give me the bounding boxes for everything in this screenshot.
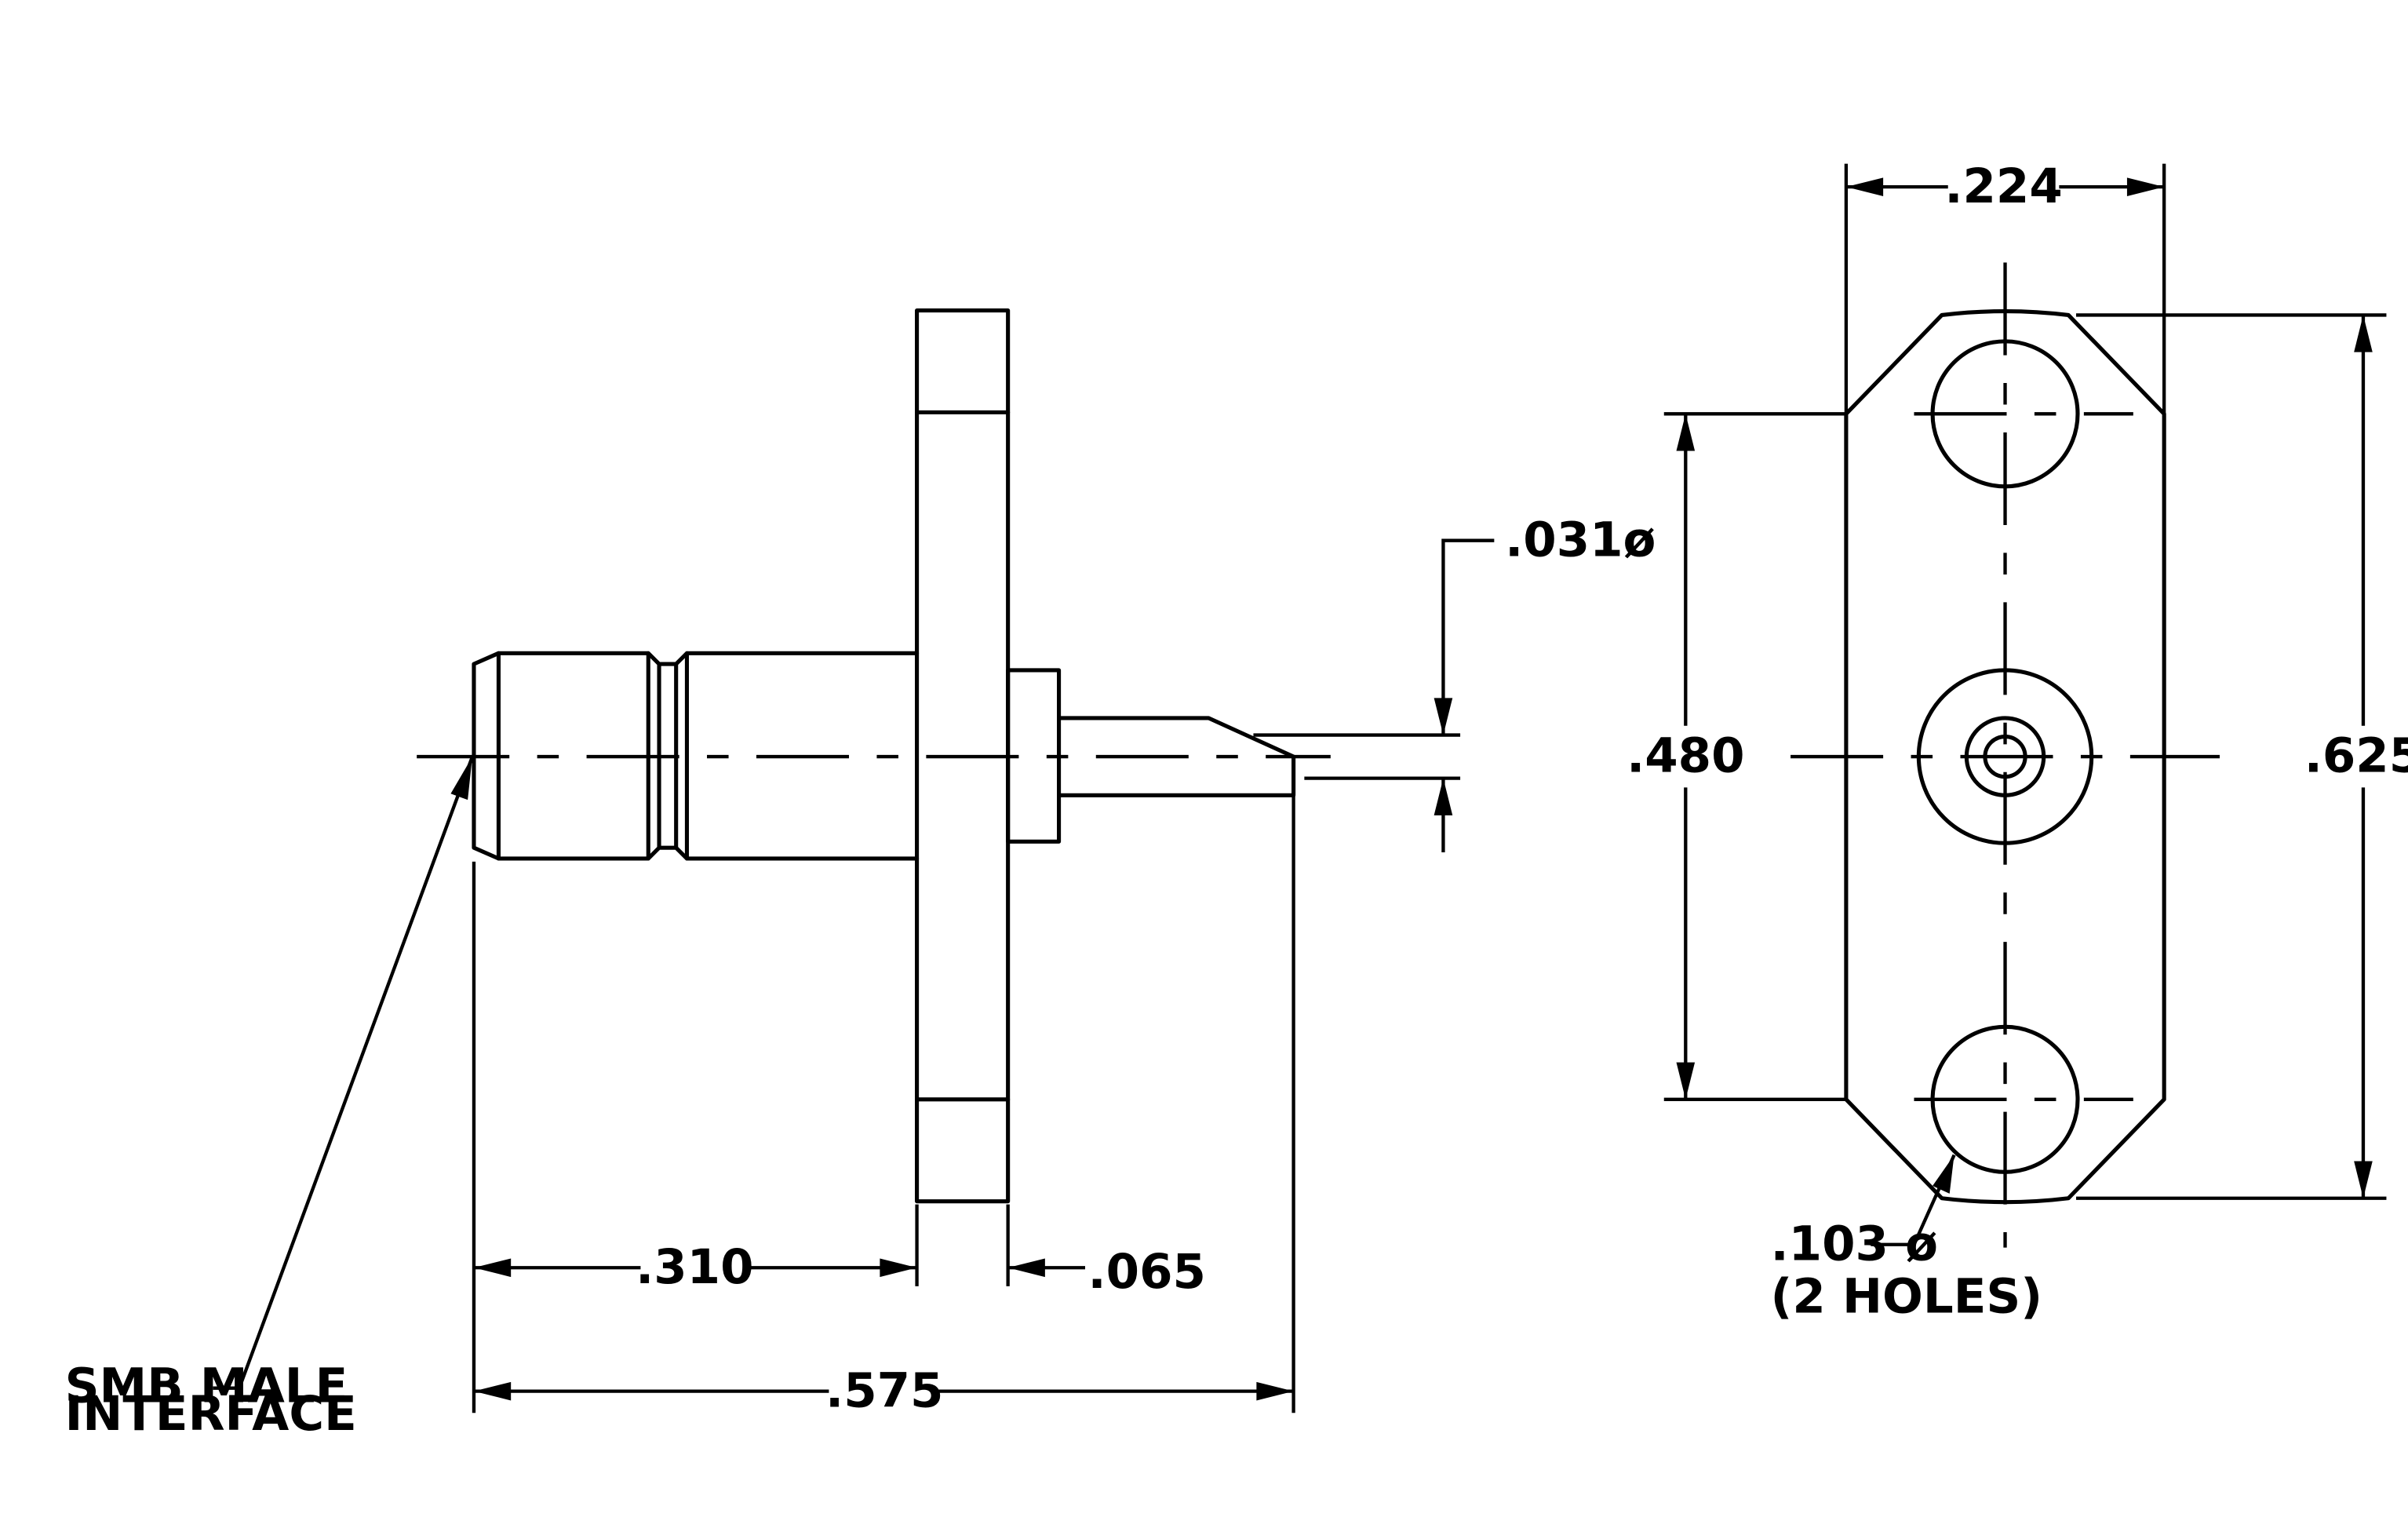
dim-625-label: .625 [2304, 728, 2408, 784]
arrow-625-bottom [2354, 1161, 2373, 1198]
flange-front-outline [1844, 308, 2166, 1205]
arrow-575-right [1256, 1381, 1294, 1401]
arrow-103 [1933, 1154, 1954, 1194]
interface-leader [213, 756, 475, 1390]
arrow-480-bottom [1676, 1062, 1696, 1100]
interface-arrow [450, 757, 472, 801]
side-view: .310 .065 .575 .031ø SMB MALE INTERFACE [65, 308, 1656, 1442]
arrow-310-right [880, 1258, 917, 1278]
arrow-031-up [1434, 778, 1453, 815]
dim-224-label: .224 [1944, 159, 2062, 214]
leader-031 [1441, 538, 1495, 735]
dim-031-label: .031ø [1505, 512, 1656, 567]
arrow-031-down [1434, 698, 1453, 735]
arrow-224-left [1845, 177, 1884, 196]
interface-label-line2: INTERFACE [65, 1386, 357, 1442]
front-view: .224 .480 .625 .103 ø (2 HOLES) [1627, 159, 2408, 1324]
holes-count-note: (2 HOLES) [1771, 1268, 2043, 1324]
dim-103-label: .103 ø [1771, 1216, 1939, 1271]
arrow-310-left [473, 1258, 512, 1278]
arrow-575-left [473, 1381, 512, 1401]
dim-310-label: .310 [636, 1239, 753, 1295]
dim-480-label: .480 [1627, 728, 1744, 784]
body-groove [646, 651, 690, 861]
arrow-224-right [2126, 177, 2165, 196]
arrow-480-top [1676, 414, 1696, 451]
arrow-065 [1007, 1258, 1045, 1278]
interface-label-line1: SMB MALE [65, 1358, 348, 1413]
arrow-625-top [2354, 315, 2373, 352]
dim-065-label: .065 [1087, 1244, 1205, 1300]
dim-575-label: .575 [825, 1362, 943, 1418]
